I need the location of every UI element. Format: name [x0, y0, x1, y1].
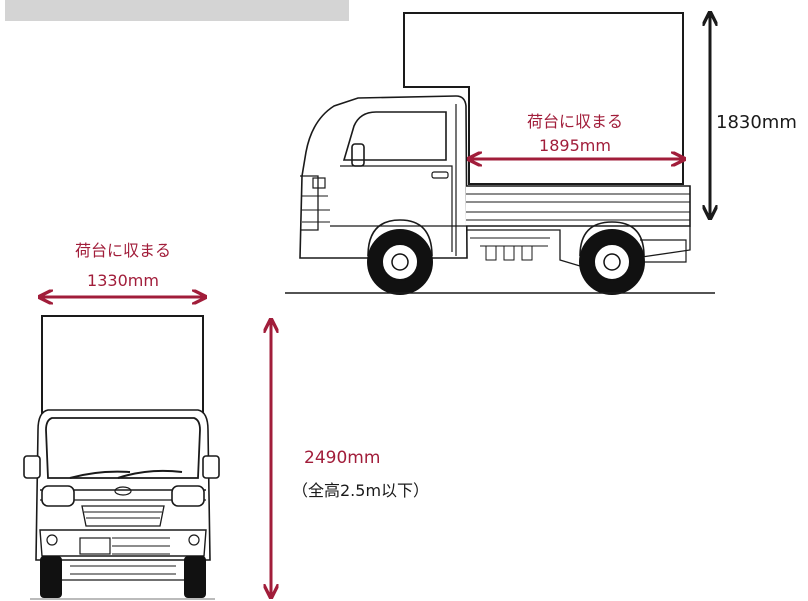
cargo-length-value: 1895mm [539, 136, 611, 155]
top-gray-bar [5, 0, 349, 21]
front-right-headlight [171, 485, 205, 507]
front-cab [35, 409, 211, 561]
side-window [342, 111, 447, 161]
front-right-mirror [202, 455, 220, 479]
side-view-truck [299, 12, 691, 267]
front-cargo-box [41, 315, 204, 417]
side-cab [299, 95, 468, 259]
license-plate [79, 537, 111, 555]
box-height-value: 1830mm [716, 112, 797, 133]
side-rear-wheel [579, 229, 645, 295]
height-note: （全高2.5m以下） [292, 481, 429, 500]
side-cargo-label: 荷台に収まる [527, 112, 623, 131]
side-front-wheel [367, 229, 433, 295]
front-left-mirror [23, 455, 41, 479]
side-cargo-box [403, 12, 684, 185]
total-height-value: 2490mm [304, 448, 380, 468]
side-cargo-bed [466, 185, 691, 227]
front-left-tire [40, 556, 62, 598]
front-cargo-label: 荷台に収まる [75, 241, 171, 260]
front-left-headlight [41, 485, 75, 507]
front-view-truck [23, 315, 220, 581]
front-windshield [45, 417, 201, 479]
cargo-width-value: 1330mm [87, 271, 159, 290]
brand-emblem [114, 486, 132, 496]
front-right-tire [184, 556, 206, 598]
